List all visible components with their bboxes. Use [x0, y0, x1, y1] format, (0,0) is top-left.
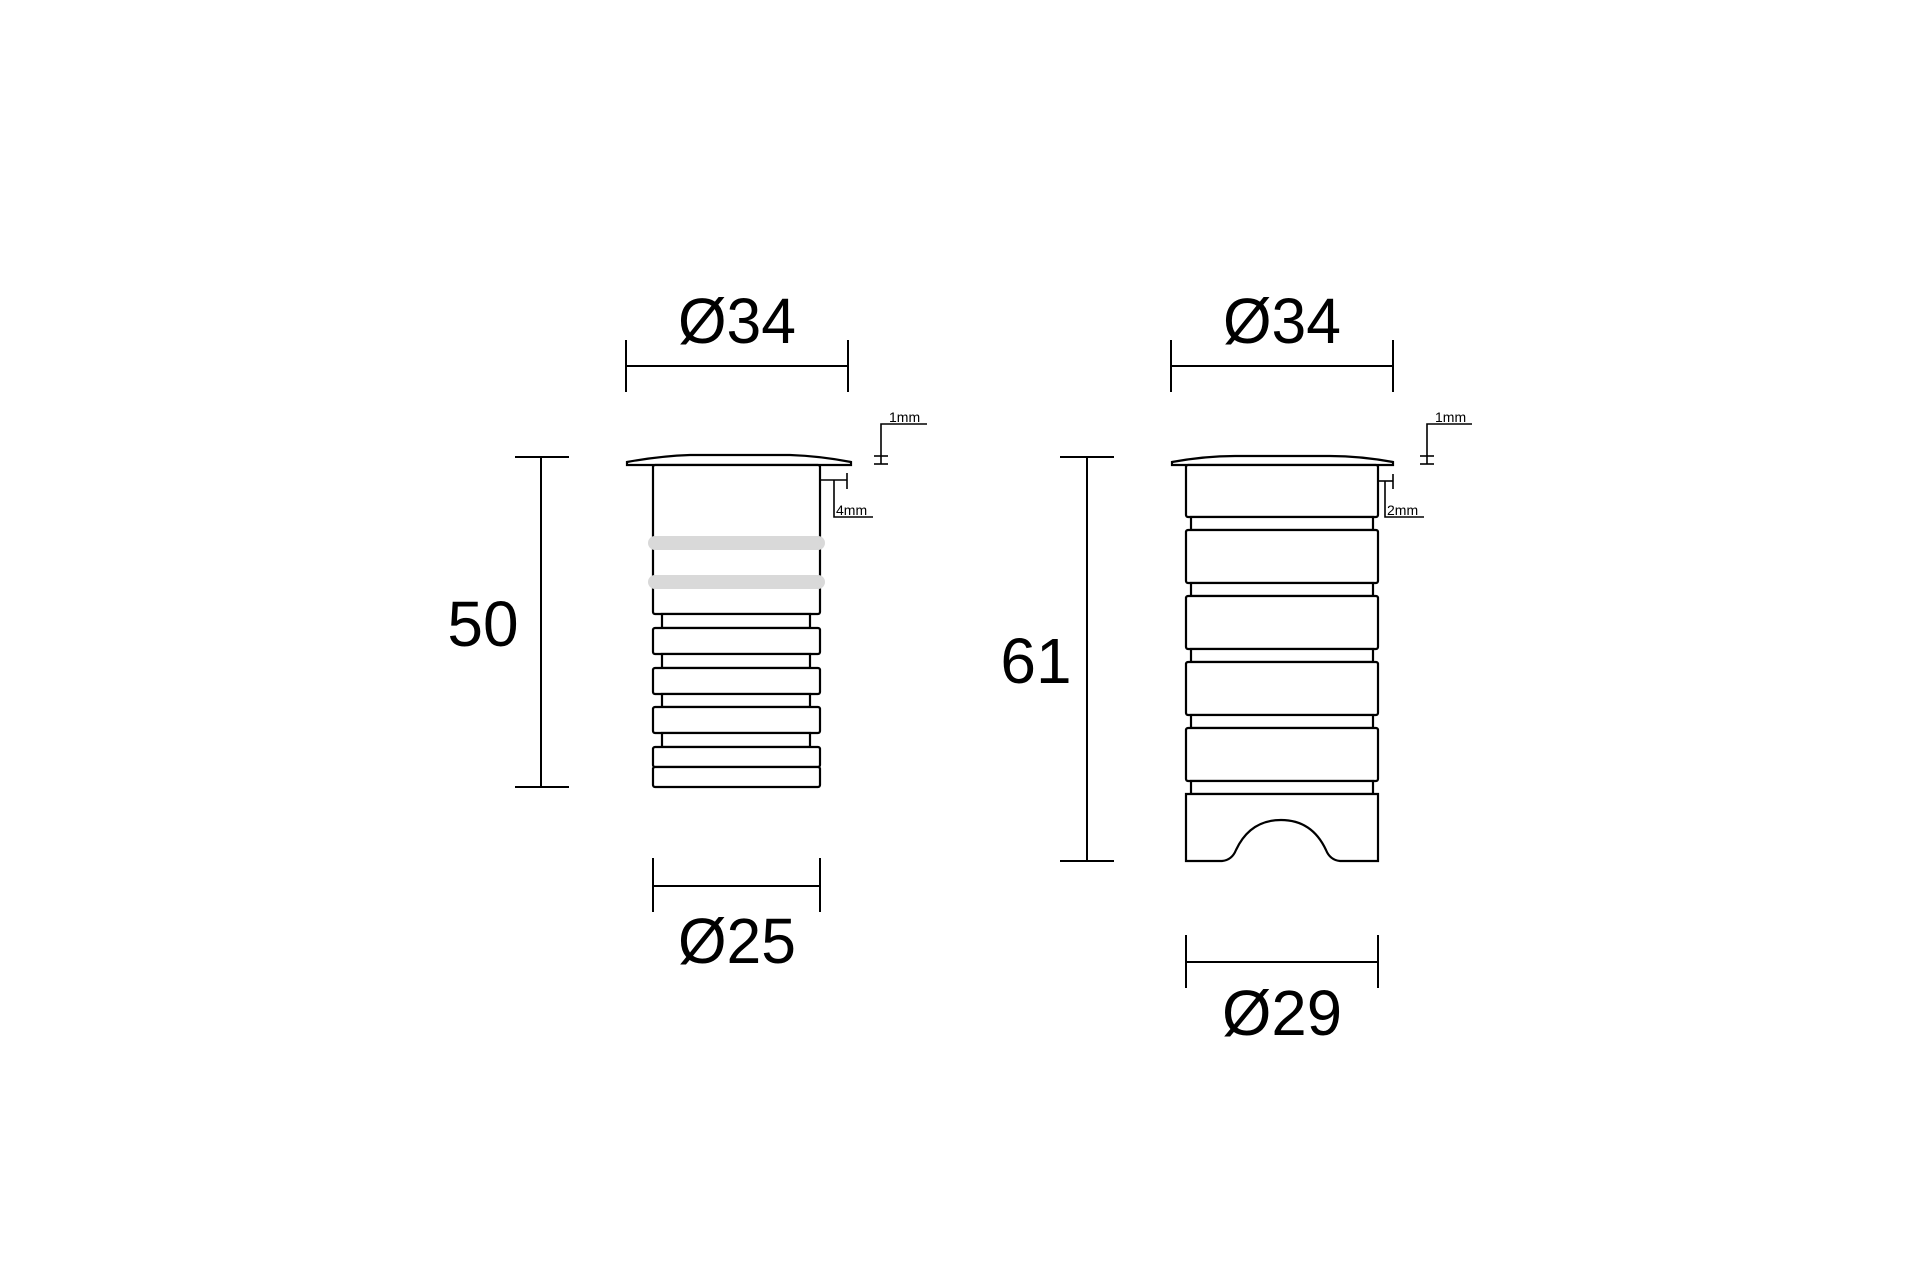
right-flange-thickness-label: 1mm — [1435, 409, 1466, 425]
left-bottom-diameter-dimension: Ø25 — [652, 858, 821, 977]
left-height-dimension: 50 — [447, 456, 569, 788]
right-top-diameter-label: Ø34 — [1223, 285, 1341, 357]
left-height-label: 50 — [447, 588, 518, 660]
left-fixture: Ø34 50 — [447, 285, 927, 977]
left-fixture-body — [625, 453, 853, 789]
right-top-diameter-dimension: Ø34 — [1170, 285, 1394, 392]
right-height-label: 61 — [1000, 625, 1071, 697]
right-flange-thickness-callout: 1mm — [1420, 409, 1472, 465]
left-flange-thickness-label: 1mm — [889, 409, 920, 425]
left-bottom-diameter-label: Ø25 — [678, 905, 796, 977]
right-flange-overhang-callout: 2mm — [1378, 474, 1424, 518]
right-height-dimension: 61 — [1000, 456, 1114, 862]
right-bottom-diameter-label: Ø29 — [1222, 977, 1342, 1049]
left-top-diameter-dimension: Ø34 — [625, 285, 849, 392]
right-fixture-body — [1170, 454, 1395, 863]
left-top-diameter-label: Ø34 — [678, 285, 796, 357]
right-flange-overhang-label: 2mm — [1387, 502, 1418, 518]
right-bottom-diameter-dimension: Ø29 — [1185, 935, 1379, 1049]
right-fixture: Ø34 61 — [1000, 285, 1472, 1049]
left-flange-overhang-callout: 4mm — [820, 473, 873, 518]
left-flange-thickness-callout: 1mm — [874, 409, 927, 465]
left-flange-overhang-label: 4mm — [836, 502, 867, 518]
